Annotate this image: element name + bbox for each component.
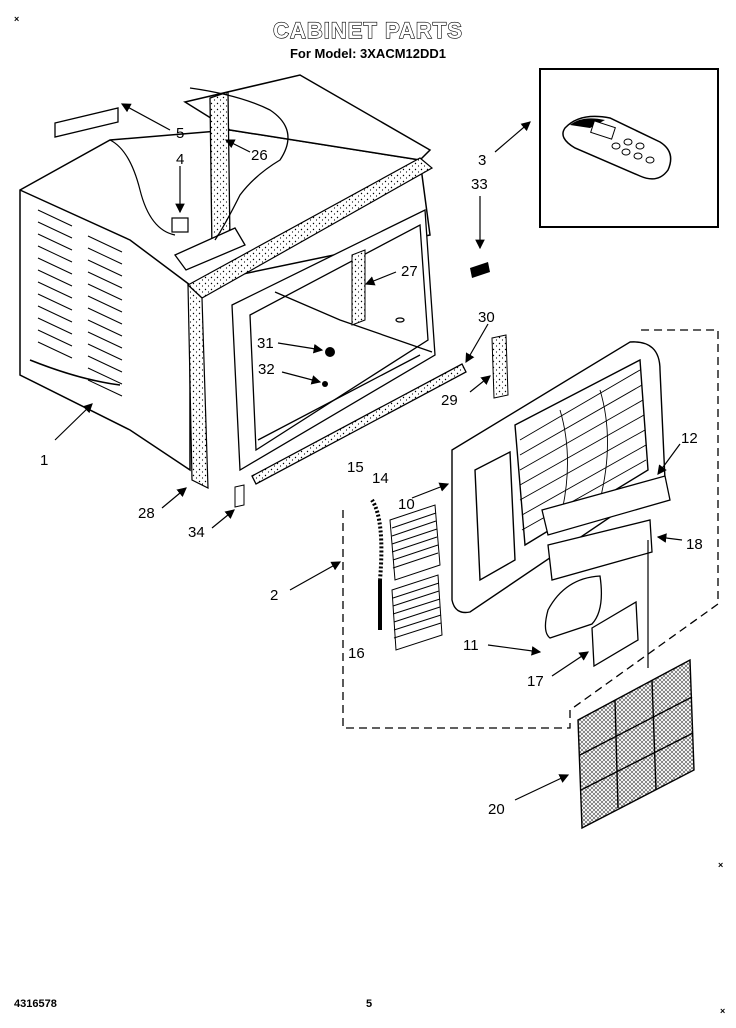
callout-18: 18 xyxy=(686,536,703,553)
power-cord xyxy=(109,139,189,236)
callout-4: 4 xyxy=(176,151,184,168)
callout-31: 31 xyxy=(257,335,274,352)
pivot-strip-lower xyxy=(378,580,382,630)
callout-14: 14 xyxy=(372,470,389,487)
leader-lines xyxy=(54,103,683,801)
registration-mark: × xyxy=(14,14,20,24)
document-number: 4316578 xyxy=(14,998,57,1010)
callout-26: 26 xyxy=(251,147,268,164)
callout-32: 32 xyxy=(258,361,275,378)
registration-mark: × xyxy=(720,1006,726,1016)
callout-1: 1 xyxy=(40,452,48,469)
screw-32 xyxy=(322,381,328,387)
callout-29: 29 xyxy=(441,392,458,409)
page-title: CABINET PARTS xyxy=(272,17,463,43)
callout-10: 10 xyxy=(398,496,415,513)
foam-strip xyxy=(351,249,366,326)
control-cover xyxy=(544,575,603,639)
rating-label xyxy=(54,107,119,138)
access-door xyxy=(541,475,671,536)
callout-11: 11 xyxy=(463,637,479,654)
window-seal-gasket xyxy=(186,157,434,489)
callout-17: 17 xyxy=(527,673,544,690)
callout-27: 27 xyxy=(401,263,418,280)
callout-5: 5 xyxy=(176,125,184,142)
page-number: 5 xyxy=(366,998,373,1010)
filter-door xyxy=(547,519,653,581)
front-panel-group-outline xyxy=(342,329,719,729)
callout-20: 20 xyxy=(488,801,505,818)
control-label xyxy=(591,600,639,668)
screw-33 xyxy=(470,262,490,278)
bottom-gasket-strip xyxy=(251,363,467,485)
callout-2: 2 xyxy=(270,587,278,604)
air-filter xyxy=(577,658,695,830)
louver-assembly xyxy=(389,504,443,651)
base-pan xyxy=(231,208,436,472)
small-spacer xyxy=(234,484,245,508)
callout-16: 16 xyxy=(348,645,365,662)
callout-15: 15 xyxy=(347,459,364,476)
callout-3: 3 xyxy=(478,152,486,169)
screw-31 xyxy=(325,347,335,357)
remote-control xyxy=(539,68,719,228)
registration-mark: × xyxy=(718,860,724,870)
callout-30: 30 xyxy=(478,309,495,326)
callout-28: 28 xyxy=(138,505,155,522)
pivot-strip-upper xyxy=(370,498,384,581)
callout-34: 34 xyxy=(188,524,205,541)
model-subtitle: For Model: 3XACM12DD1 xyxy=(289,46,447,61)
front-panel xyxy=(451,341,666,614)
mounting-bracket xyxy=(174,87,289,271)
callout-33: 33 xyxy=(471,176,488,193)
callout-12: 12 xyxy=(681,430,698,447)
side-seal xyxy=(491,334,509,399)
